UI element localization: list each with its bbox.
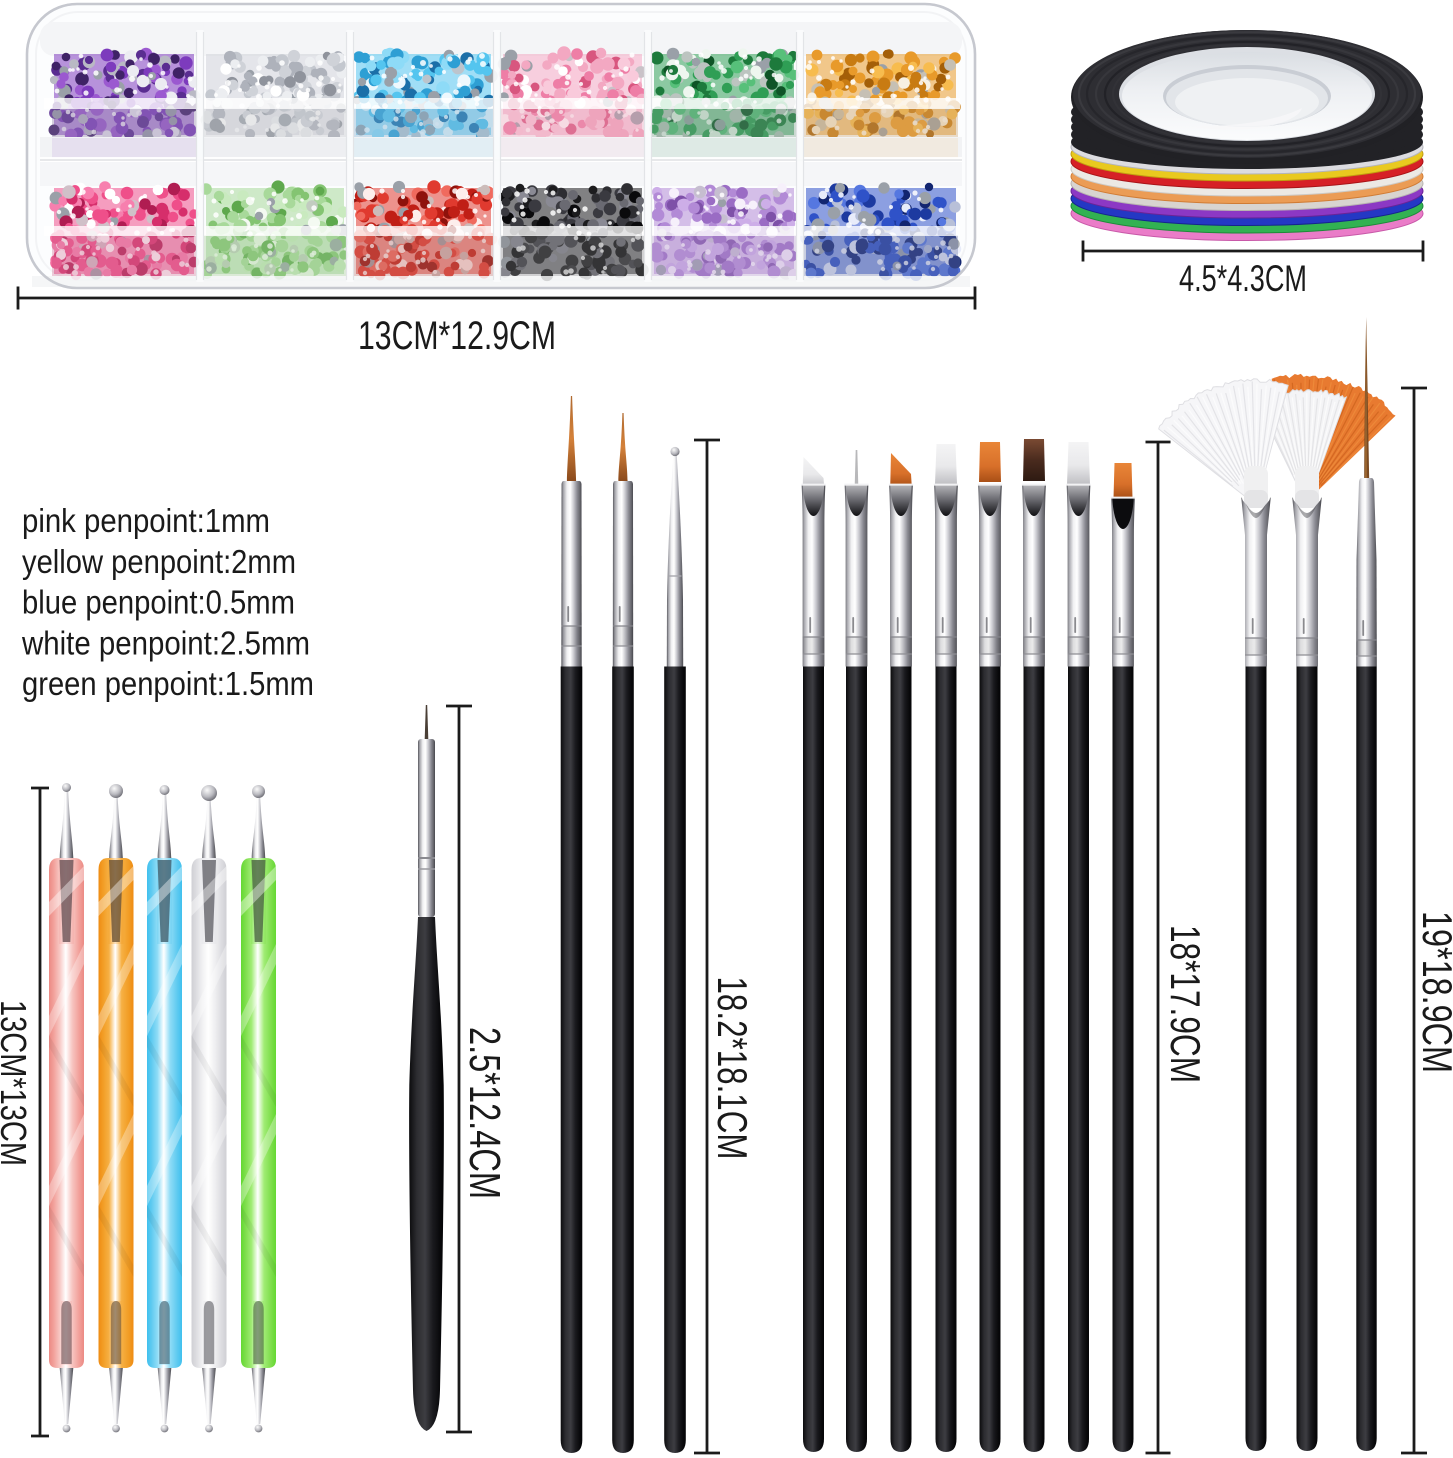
svg-text:13CM*13CM: 13CM*13CM (0, 1000, 34, 1166)
svg-text:19*18.9CM: 19*18.9CM (1414, 911, 1453, 1073)
svg-text:yellow penpoint:2mm: yellow penpoint:2mm (22, 543, 296, 580)
svg-text:2.5*12.4CM: 2.5*12.4CM (460, 1027, 509, 1199)
svg-text:white penpoint:2.5mm: white penpoint:2.5mm (21, 624, 310, 661)
svg-text:13CM*12.9CM: 13CM*12.9CM (358, 314, 556, 358)
svg-text:green penpoint:1.5mm: green penpoint:1.5mm (22, 665, 314, 702)
svg-text:18*17.9CM: 18*17.9CM (1162, 925, 1209, 1083)
svg-text:pink penpoint:1mm: pink penpoint:1mm (22, 502, 270, 539)
svg-text:18.2*18.1CM: 18.2*18.1CM (709, 977, 756, 1160)
svg-text:blue penpoint:0.5mm: blue penpoint:0.5mm (22, 584, 295, 621)
svg-text:4.5*4.3CM: 4.5*4.3CM (1179, 258, 1307, 299)
